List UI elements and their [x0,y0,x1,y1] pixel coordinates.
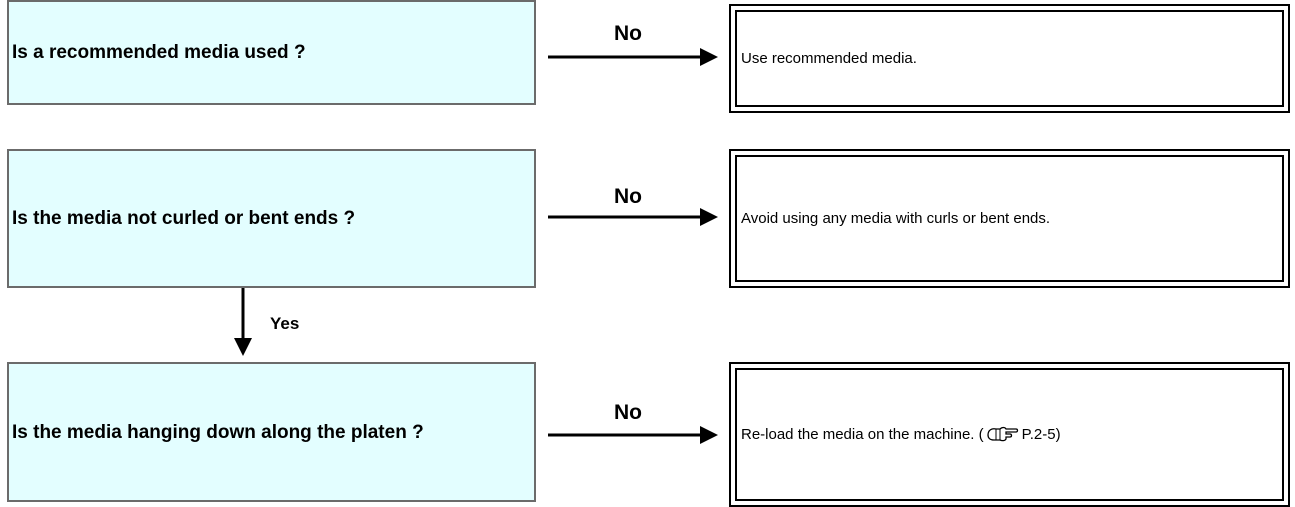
question-box-recommended-media: Is a recommended media used ? [7,0,536,105]
yes-label: Yes [270,314,300,333]
action-text-suffix: ) [1055,426,1061,443]
no-label: No [614,401,642,424]
question-text: Is the media not curled or bent ends ? [12,208,356,229]
down-arrow-icon [234,288,252,356]
page-reference: P.2-5 [1021,426,1056,443]
action-box-reload-media: Re-load the media on the machine. ( P.2-… [729,362,1290,507]
action-text: Avoid using any media with curls or bent… [741,210,1051,227]
right-arrow-icon [548,208,718,226]
question-text: Is the media hanging down along the plat… [12,421,424,443]
action-box-inner: Use recommended media. [735,10,1284,107]
question-box-curled-media: Is the media not curled or bent ends ? [7,149,536,288]
right-arrow-icon [548,48,718,66]
no-label: No [614,22,642,45]
question-box-media-hanging: Is the media hanging down along the plat… [7,362,536,502]
action-box-avoid-curled-media: Avoid using any media with curls or bent… [729,149,1290,288]
action-box-inner: Re-load the media on the machine. ( P.2-… [735,368,1284,501]
action-text-prefix: Re-load the media on the machine. ( [741,426,984,443]
no-label: No [614,185,642,208]
action-text: Use recommended media. [741,50,917,67]
action-text: Re-load the media on the machine. ( P.2-… [741,426,1061,443]
hand-pointer-reference-icon [986,426,1018,442]
action-box-inner: Avoid using any media with curls or bent… [735,155,1284,282]
action-box-use-recommended-media: Use recommended media. [729,4,1290,113]
question-text: Is a recommended media used ? [12,42,306,63]
right-arrow-icon [548,426,718,444]
